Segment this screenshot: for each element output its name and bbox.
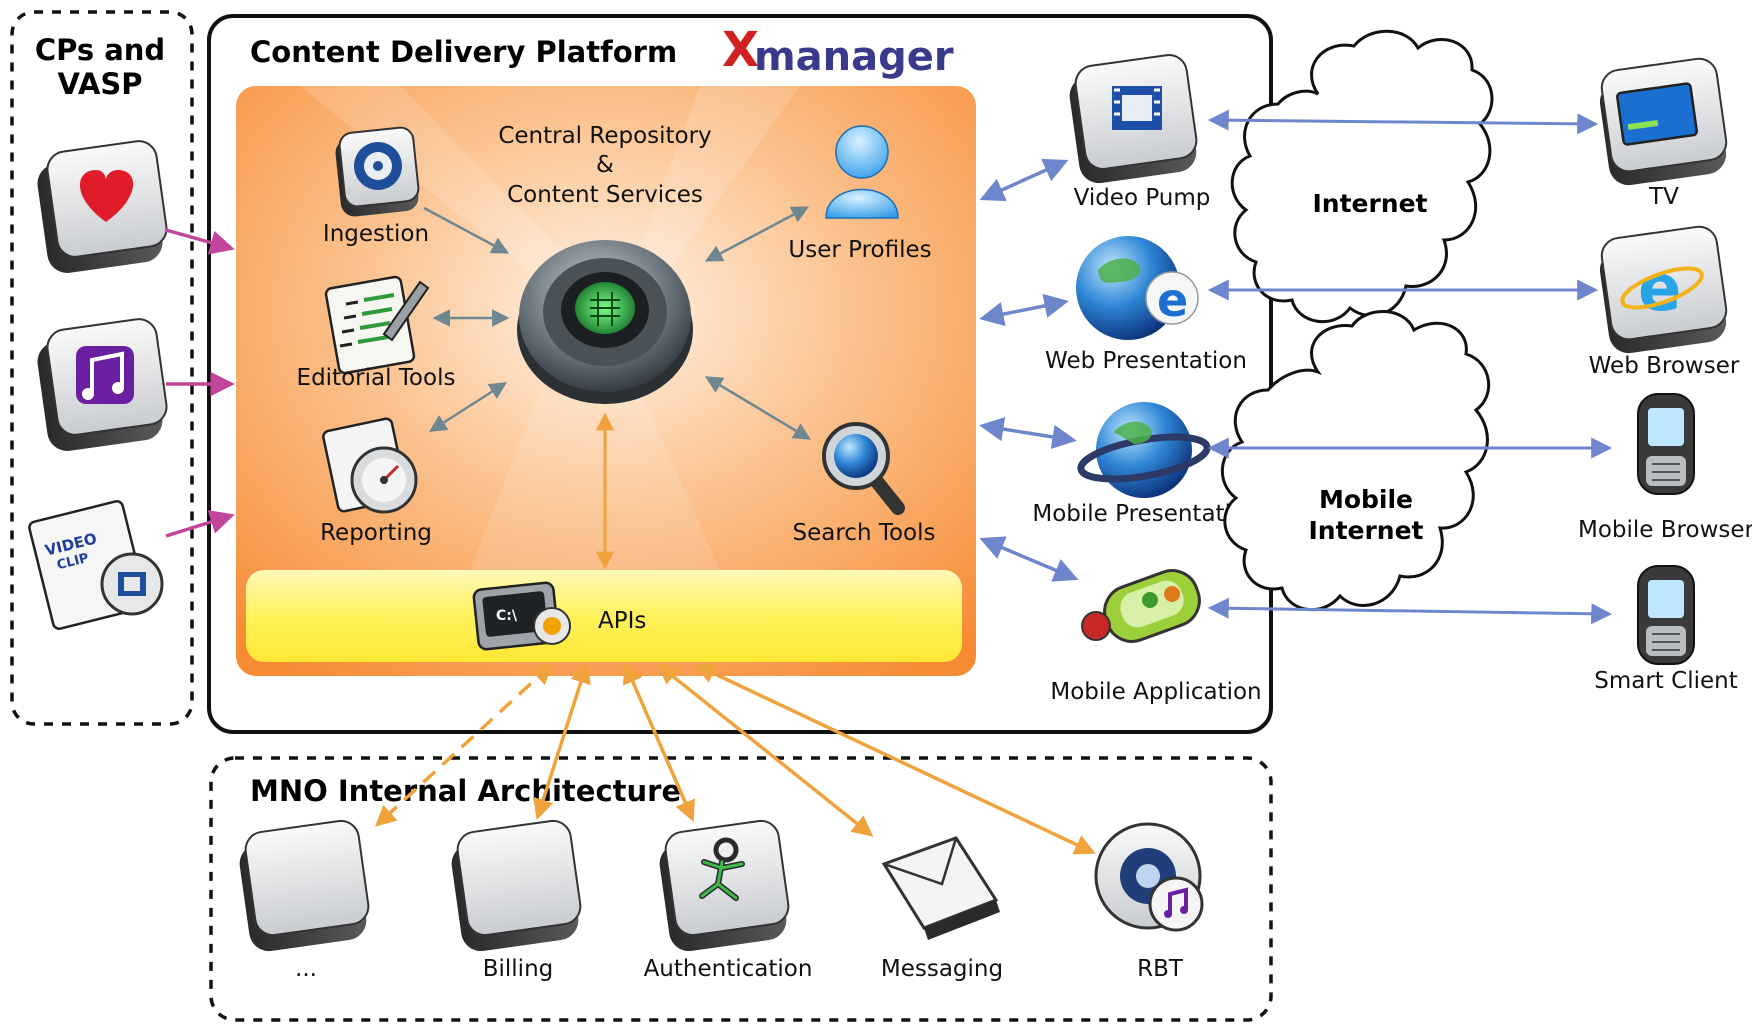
- video-pump-label: Video Pump: [1074, 185, 1211, 211]
- mobile-browser-icon: [1637, 393, 1695, 495]
- central-repository-icon: [517, 240, 693, 404]
- mobile-application-label: Mobile Application: [1050, 679, 1261, 705]
- arrow-userprofiles-core: [704, 206, 810, 262]
- editorial-tools-label: Editorial Tools: [297, 365, 456, 391]
- mobile-presentation-label: Mobile Presentation: [1032, 501, 1259, 527]
- mobile-application-icon: [1081, 569, 1201, 643]
- user-profiles-label: User Profiles: [788, 237, 931, 263]
- arrow-platform-videopump: [979, 158, 1069, 202]
- ingestion-label: Ingestion: [323, 221, 429, 247]
- arrow-ingestion-to-core: [423, 206, 510, 254]
- arrow-reporting-core: [429, 382, 507, 432]
- apis-icon: C:\: [472, 581, 571, 651]
- authentication-icon: [659, 819, 790, 952]
- arrow-mobileapplication-smartclient: [1207, 597, 1613, 625]
- web-browser-label: Web Browser: [1589, 353, 1740, 379]
- mno-generic-icon: [239, 819, 370, 952]
- arrow-apis-generic: [374, 663, 554, 827]
- smart-client-icon: [1637, 565, 1695, 665]
- ingestion-icon: [335, 126, 420, 217]
- mobile-internet-label-line1: Mobile: [1319, 485, 1413, 514]
- logo-mark: X: [722, 22, 759, 78]
- browser-glyph: e: [1638, 252, 1681, 326]
- mno-ellipsis-label: ...: [295, 956, 317, 982]
- mobile-internet-cloud: Mobile Internet: [1221, 310, 1491, 612]
- arrow-videopump-tv: [1207, 109, 1599, 135]
- apis-label: APIs: [598, 608, 646, 634]
- central-repository-line1: Central Repository: [498, 123, 711, 149]
- arrow-cp3-to-platform: [165, 510, 235, 538]
- messaging-label: Messaging: [881, 956, 1003, 982]
- arrow-cp1-to-platform: [165, 228, 235, 255]
- arrow-apis-rbt: [694, 663, 1096, 855]
- panel-ray-bottom: [470, 390, 720, 570]
- platform-title: Content Delivery Platform: [250, 35, 677, 69]
- logo-word: manager: [754, 34, 954, 80]
- rbt-label: RBT: [1137, 956, 1184, 982]
- apis-cmd-glyph: C:\: [496, 608, 518, 624]
- cp-favorites-icon: [37, 140, 168, 273]
- cps-title-line2: VASP: [57, 67, 142, 101]
- web-presentation-icon: e: [1076, 236, 1199, 340]
- cp-video-clip-icon: VIDEO CLIP: [28, 500, 164, 630]
- arrow-platform-webpresentation: [979, 293, 1069, 327]
- editorial-tools-icon: [324, 275, 430, 375]
- billing-icon: [451, 819, 582, 952]
- cps-vasp-group: [10, 10, 194, 726]
- tv-label: TV: [1648, 184, 1679, 210]
- arrow-platform-mobilepresentation: [979, 416, 1077, 450]
- cp-music-icon: [37, 318, 168, 451]
- cps-title-line1: CPs and: [35, 33, 165, 67]
- internet-label: Internet: [1312, 189, 1427, 218]
- tv-icon: [1599, 57, 1728, 186]
- panel-ray-right: [620, 86, 800, 310]
- mno-title: MNO Internal Architecture: [250, 774, 681, 808]
- web-browser-icon: e: [1599, 225, 1728, 354]
- reporting-icon: [322, 417, 418, 514]
- search-tools-label: Search Tools: [793, 520, 936, 546]
- video-pump-icon: [1069, 54, 1198, 184]
- reporting-label: Reporting: [320, 520, 432, 546]
- user-profiles-icon: [825, 125, 899, 219]
- mobile-internet-label-line2: Internet: [1308, 516, 1423, 545]
- mobile-presentation-icon: [1077, 402, 1211, 498]
- rbt-icon: [1094, 822, 1204, 932]
- arrow-apis-billing: [533, 661, 591, 821]
- apis-bar: [246, 570, 962, 662]
- smart-client-label: Smart Client: [1594, 668, 1737, 694]
- authentication-label: Authentication: [644, 956, 813, 982]
- xmanager-logo: X manager: [722, 22, 954, 80]
- arrow-platform-mobileapplication: [979, 536, 1079, 582]
- mobile-browser-label: Mobile Browser: [1578, 517, 1752, 543]
- ie-glyph: e: [1157, 273, 1188, 327]
- arrow-search-core: [704, 376, 812, 440]
- search-tools-icon: [822, 422, 905, 515]
- web-presentation-label: Web Presentation: [1045, 348, 1247, 374]
- central-repository-line3: Content Services: [507, 182, 703, 208]
- billing-label: Billing: [483, 956, 554, 982]
- central-repository-line2: &: [596, 152, 614, 178]
- messaging-icon: [881, 836, 1000, 940]
